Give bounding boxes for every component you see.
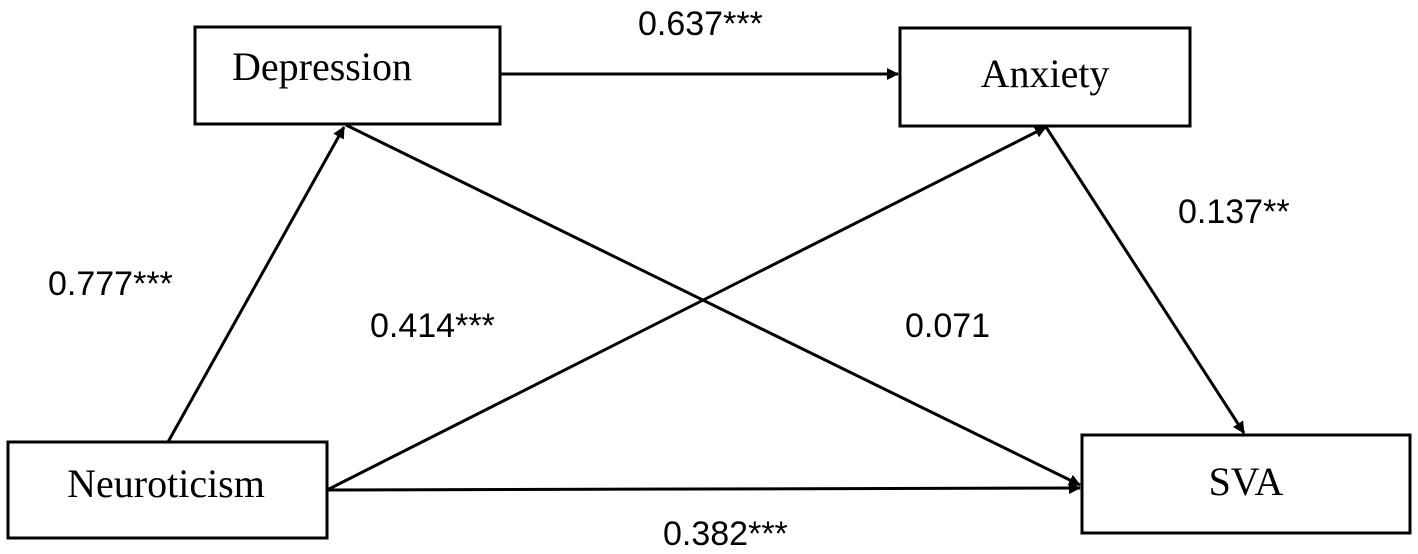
edge-label-neuroticism-anxiety: 0.414***: [370, 307, 495, 345]
node-sva: SVA: [1080, 433, 1412, 535]
node-sva-label: SVA: [1209, 459, 1284, 504]
edge-neuroticism-anxiety: [326, 125, 1047, 492]
edge-label-depression-anxiety: 0.637***: [638, 5, 763, 43]
node-anxiety: Anxiety: [898, 26, 1192, 128]
edge-label-depression-sva: 0.071: [905, 307, 990, 345]
node-depression-label: Depression: [232, 44, 412, 89]
node-anxiety-label: Anxiety: [981, 51, 1110, 96]
edge-label-anxiety-sva: 0.137**: [1178, 193, 1290, 231]
edge-label-neuroticism-depression: 0.777***: [48, 265, 173, 303]
node-neuroticism-label: Neuroticism: [67, 461, 265, 506]
edge-anxiety-sva: [1044, 126, 1246, 434]
edge-neuroticism-depression: [166, 126, 346, 443]
node-neuroticism: Neuroticism: [6, 440, 329, 540]
node-depression: Depression: [193, 25, 502, 126]
edge-depression-sva: [345, 123, 1081, 487]
edge-neuroticism-sva: [326, 482, 1081, 495]
edge-label-neuroticism-sva: 0.382***: [663, 515, 788, 553]
